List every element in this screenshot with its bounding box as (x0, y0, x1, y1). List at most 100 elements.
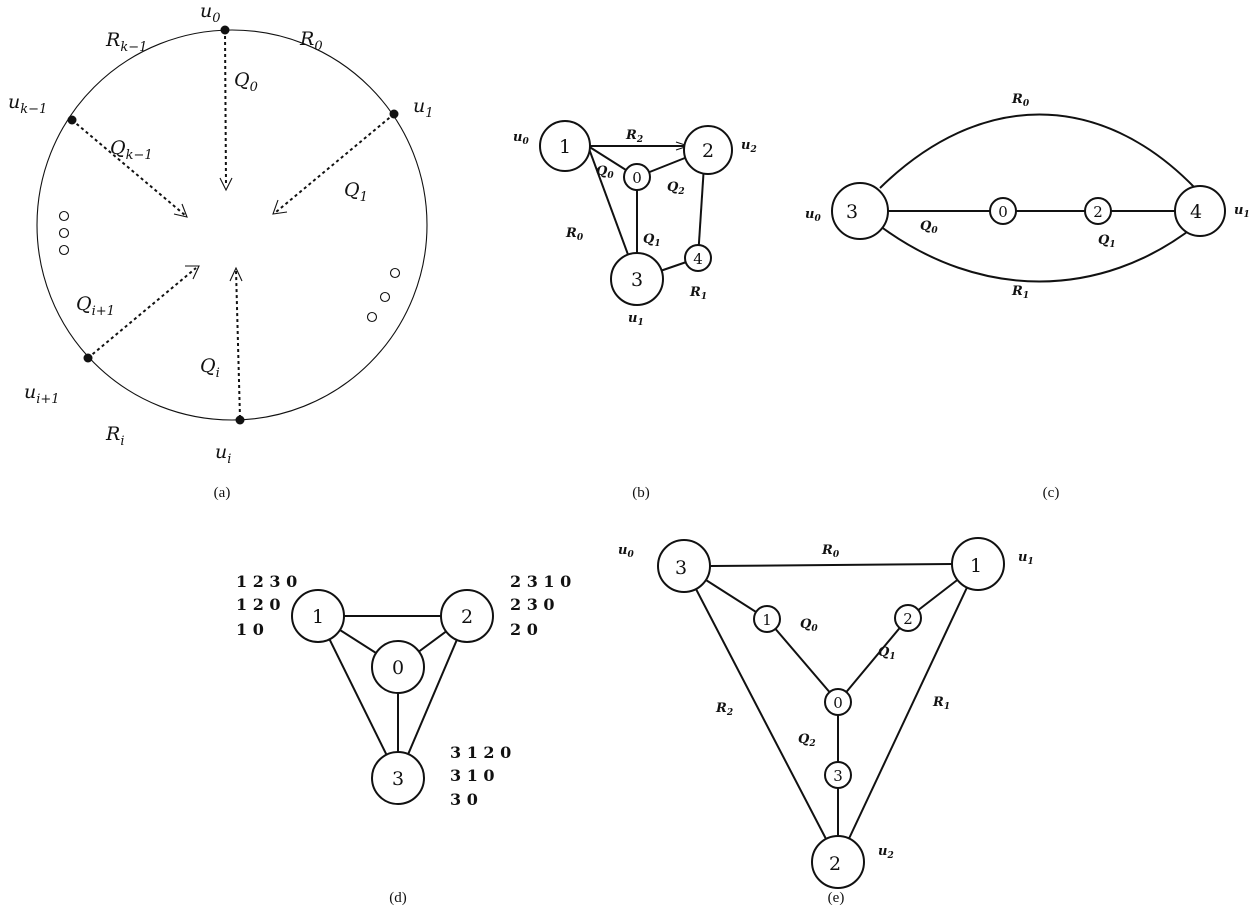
caption-e: (e) (828, 890, 845, 906)
e-label-u1: u1 (1018, 550, 1034, 567)
d-seq-bottom-0: 3 1 2 0 (450, 743, 511, 762)
caption-d: (d) (389, 890, 407, 906)
c-label-q1: Q1 (1098, 233, 1116, 250)
b-node-4-label: 4 (693, 250, 703, 268)
d-seq-right-1: 2 3 0 (510, 595, 555, 614)
caption-b: (b) (632, 485, 650, 501)
e-node-big1-label: 1 (970, 555, 982, 577)
c-arc-r1 (879, 225, 1196, 283)
label-q0: Q0 (234, 69, 258, 95)
c-node-3 (831, 182, 889, 240)
c-arc-r0 (879, 113, 1196, 189)
c-node-2 (1084, 197, 1112, 225)
e-label-r0: R0 (821, 543, 840, 560)
c-node-0 (989, 197, 1017, 225)
e-label-q2: Q2 (798, 732, 816, 749)
d-node-1 (291, 589, 345, 643)
label-ui1: ui+1 (24, 381, 60, 407)
path-q1-arrow (275, 113, 395, 213)
panel-c: 3 0 2 4 R0 R1 Q0 Q1 u0 u1 (c) (805, 92, 1250, 501)
label-qk1: Qk−1 (110, 137, 153, 163)
b-node-1-label: 1 (559, 136, 571, 158)
e-node-center-0 (824, 688, 852, 716)
b-label-r2: R2 (625, 128, 643, 145)
d-node-3-label: 3 (392, 768, 404, 790)
b-node-3-label: 3 (631, 269, 643, 291)
c-node-0-label: 0 (998, 203, 1008, 221)
panel-d: 1 2 0 3 1 2 3 0 1 2 0 1 0 2 3 1 0 2 3 0 … (236, 572, 571, 906)
b-label-r1: R1 (689, 285, 707, 302)
c-label-q0: Q0 (920, 219, 938, 236)
d-node-2-label: 2 (461, 606, 473, 628)
c-label-r1: R1 (1011, 284, 1029, 301)
d-seq-bottom-2: 3 0 (450, 790, 478, 809)
label-r0: R0 (299, 28, 323, 54)
c-node-3-label: 3 (846, 201, 858, 223)
e-node-s2-label: 2 (903, 610, 913, 628)
label-u1: u1 (413, 95, 434, 121)
b-label-q1: Q1 (643, 232, 661, 249)
e-label-u0: u0 (618, 543, 634, 560)
e-label-r2: R2 (715, 701, 733, 718)
e-node-s1-label: 1 (762, 611, 772, 629)
d-seq-left-2: 1 0 (236, 620, 264, 639)
d-node-1-label: 1 (312, 606, 324, 628)
label-ri: Ri (105, 423, 124, 449)
b-label-u1: u1 (628, 311, 644, 328)
e-node-u1-1 (951, 537, 1005, 591)
e-label-u2: u2 (878, 844, 894, 861)
vertex-uk1 (67, 115, 77, 125)
ellipsis-left (58, 210, 70, 256)
b-node-4 (684, 244, 712, 272)
path-qk1-arrow (71, 119, 187, 217)
vertex-u1 (389, 109, 399, 119)
outer-cycle (36, 29, 428, 421)
c-node-2-label: 2 (1093, 203, 1103, 221)
label-qi1: Qi+1 (76, 293, 115, 319)
c-node-4-label: 4 (1190, 201, 1202, 223)
d-node-3 (371, 751, 425, 805)
e-label-r1: R1 (932, 695, 950, 712)
b-node-2 (683, 125, 733, 175)
b-node-0 (623, 163, 651, 191)
c-node-4 (1174, 185, 1226, 237)
b-label-r0: R0 (565, 226, 584, 243)
panel-e: 3 1 2 1 2 0 3 u0 u1 u2 R0 R1 R2 Q0 Q1 Q2… (618, 537, 1034, 906)
label-u0: u0 (200, 0, 221, 26)
e-label-q1: Q1 (878, 645, 896, 662)
e-node-q2-3 (824, 761, 852, 789)
vertex-u0 (220, 25, 230, 35)
d-seq-bottom-1: 3 1 0 (450, 766, 495, 785)
label-qi: Qi (200, 355, 220, 381)
path-q0-arrow (224, 29, 227, 187)
d-seq-right-2: 2 0 (510, 620, 538, 639)
b-node-0-label: 0 (632, 169, 642, 187)
e-node-u2-2 (811, 835, 865, 889)
c-label-u1: u1 (1234, 203, 1250, 220)
panel-a: u0 u1 uk−1 ui+1 ui Rk−1 R0 Ri Q0 Qk−1 Q1… (8, 0, 434, 501)
label-uk1: uk−1 (8, 91, 47, 117)
b-node-1 (539, 120, 591, 172)
caption-c: (c) (1043, 485, 1060, 501)
e-node-u0-3 (657, 539, 711, 593)
c-label-r0: R0 (1011, 92, 1030, 109)
b-node-3 (610, 252, 664, 306)
d-seq-right-0: 2 3 1 0 (510, 572, 571, 591)
label-q1: Q1 (344, 179, 368, 205)
b-label-q0: Q0 (596, 164, 614, 181)
e-label-q0: Q0 (800, 617, 818, 634)
e-node-s0-label: 0 (833, 694, 843, 712)
e-node-q0-1 (753, 605, 781, 633)
e-node-big2-label: 2 (829, 853, 841, 875)
path-qi-arrow (235, 269, 241, 419)
c-label-u0: u0 (805, 207, 821, 224)
panel-b: 1 2 0 4 3 u0 u2 u1 R2 Q0 Q2 R0 Q1 R1 (b) (513, 120, 757, 501)
d-node-2 (440, 589, 494, 643)
caption-a: (a) (214, 485, 231, 501)
vertex-ui (235, 415, 245, 425)
d-node-0-label: 0 (392, 657, 404, 679)
d-seq-left-0: 1 2 3 0 (236, 572, 297, 591)
e-node-big3-label: 3 (675, 557, 687, 579)
b-label-u0: u0 (513, 130, 529, 147)
